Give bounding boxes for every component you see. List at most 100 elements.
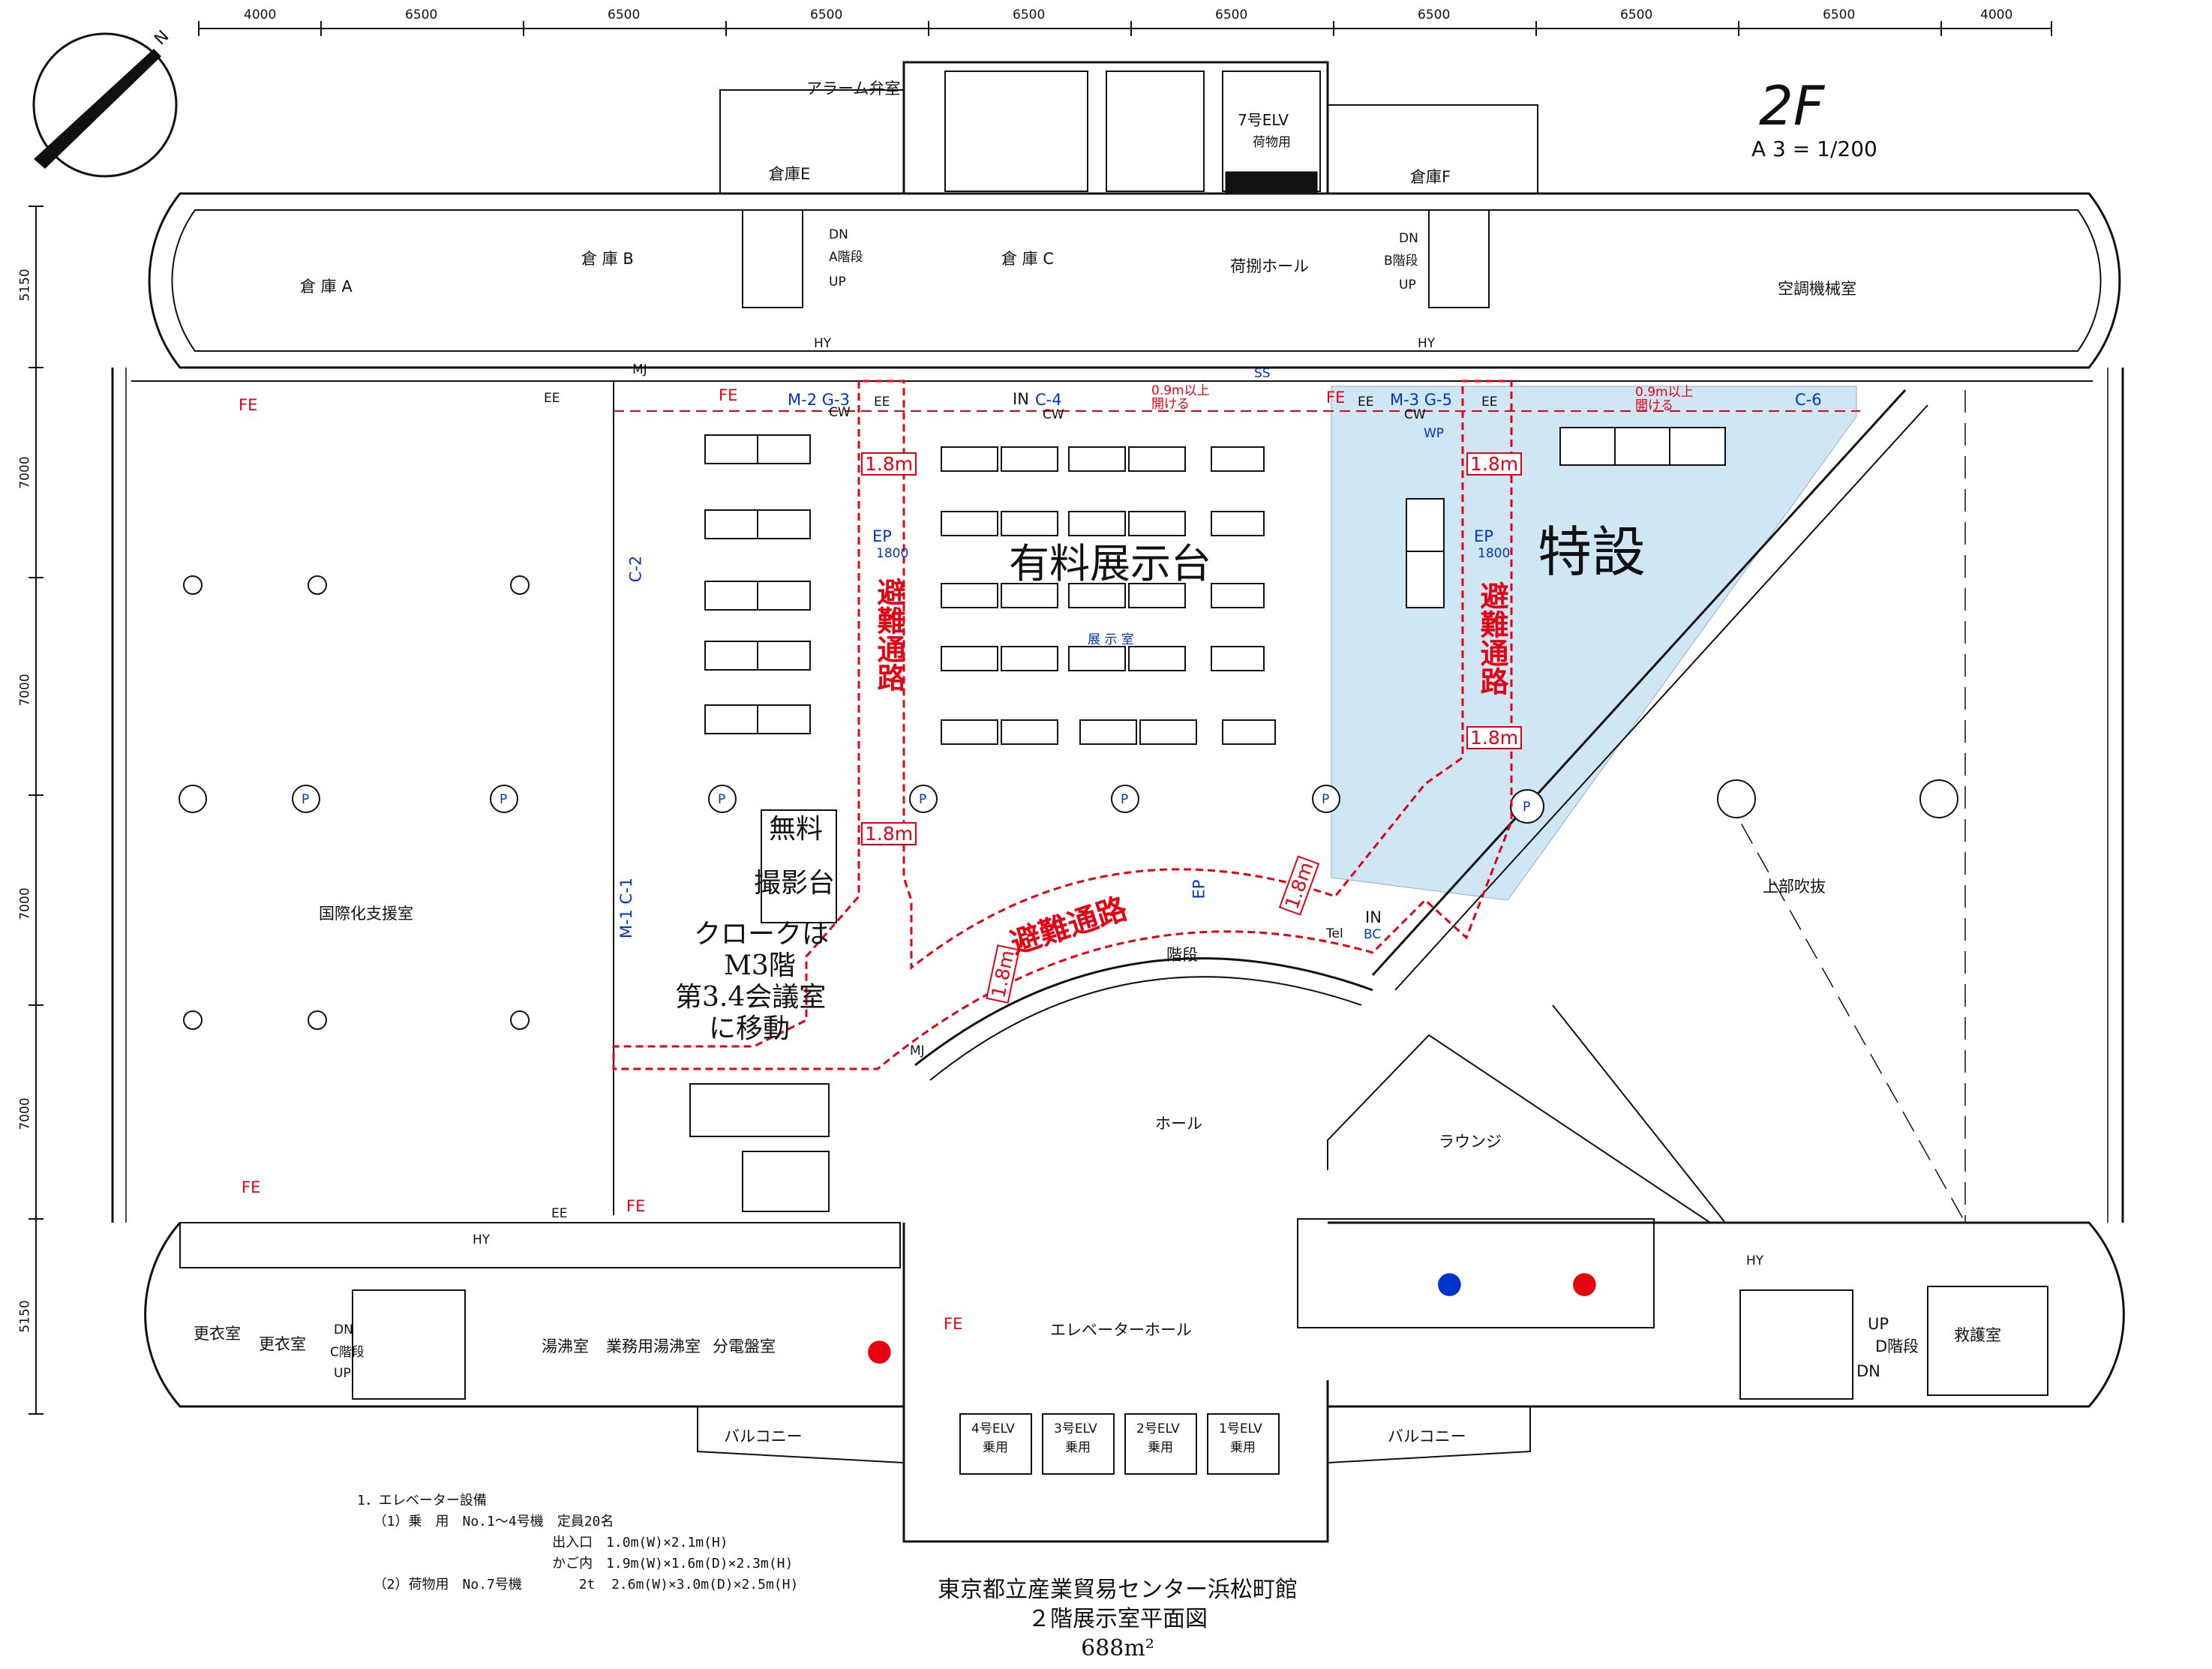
free-photo-label-2: 撮影台 — [754, 868, 836, 899]
room-elv7: 7号ELV — [1238, 111, 1289, 129]
room-stairs: 階段 — [1166, 946, 1198, 964]
room-lounge: ラウンジ — [1439, 1133, 1502, 1151]
open-note-2: 開ける — [1635, 398, 1673, 413]
north-arrow-icon — [32, 32, 178, 178]
dim-top-9: 6500 — [1823, 8, 1856, 23]
hy-marker: HY — [1746, 1253, 1764, 1268]
ss-marker: SS — [1254, 366, 1271, 381]
dim-top-2: 6500 — [405, 8, 438, 23]
stair-d-dn: DN — [1856, 1362, 1880, 1380]
dim-top-5: 6500 — [1013, 8, 1046, 23]
cloak-note-1: クロークは — [694, 919, 830, 950]
room-storage-f: 倉庫F — [1410, 168, 1451, 186]
elv-1-label: 1号ELV — [1219, 1421, 1262, 1436]
ep-marker: EP — [872, 527, 892, 545]
dim-left-4: 7000 — [17, 887, 33, 920]
note-line: 出入口 1.0m(W)×2.1m(H) — [357, 1534, 728, 1550]
fe-marker: FE — [719, 386, 738, 404]
paid-display-label: 有料展示台 — [1009, 540, 1211, 587]
p-marker: P — [919, 792, 927, 807]
circuit-c4: C-4 — [1035, 391, 1062, 409]
cloak-note-3: 第3.4会議室 — [675, 982, 827, 1013]
room-locker-1: 更衣室 — [194, 1325, 241, 1343]
note-line: （1）乗 用 No.1～4号機 定員20名 — [357, 1513, 614, 1529]
ee-marker: EE — [874, 395, 890, 410]
dim-left-5: 7000 — [17, 1097, 33, 1130]
ee-marker: EE — [544, 391, 560, 406]
in-marker: IN — [1365, 908, 1382, 926]
note-line: 1．エレベーター設備 — [357, 1493, 487, 1508]
elv-3-label: 3号ELV — [1054, 1421, 1097, 1436]
fe-marker: FE — [626, 1197, 646, 1215]
cw-marker: CW — [829, 405, 851, 420]
p-marker: P — [302, 792, 310, 807]
circuit-m1c1: M-1 C-1 — [617, 877, 636, 939]
hy-marker: HY — [1418, 336, 1436, 351]
room-alarm-valve: アラーム弁室 — [806, 80, 901, 98]
circuit-c2: C-2 — [626, 555, 645, 583]
ee-marker: EE — [551, 1206, 568, 1221]
stair-b-up: UP — [1399, 278, 1416, 293]
p-marker: P — [718, 792, 726, 807]
dim-top-4: 6500 — [810, 8, 843, 23]
special-label: 特設 — [1538, 521, 1646, 584]
bc-marker: BC — [1364, 927, 1382, 942]
hy-marker: HY — [814, 336, 832, 351]
stair-c-up: UP — [334, 1366, 351, 1381]
dim-left-6: 5150 — [17, 1300, 33, 1333]
floor-label: 2F — [1759, 74, 1825, 137]
caption-title: ２階展示室平面図 — [1028, 1606, 1208, 1632]
note-line: （2）荷物用 No.7号機 2t 2.6m(W)×3.0m(D)×2.5m(H) — [357, 1576, 799, 1592]
stair-b-dn: DN — [1399, 231, 1418, 246]
room-water-1: 湯沸室 — [542, 1337, 589, 1355]
width-label: 1.8m — [861, 452, 917, 476]
room-storage-b: 倉 庫 B — [581, 250, 634, 268]
width-label: 1.8m — [1466, 726, 1523, 749]
ep-dim: 1800 — [876, 546, 909, 561]
stair-a-dn: DN — [829, 227, 848, 242]
p-marker: P — [1121, 792, 1129, 807]
open-note-1: 0.9m以上 — [1635, 385, 1694, 400]
elv-2-sub: 乗用 — [1148, 1440, 1173, 1455]
ep-marker: EP — [1474, 527, 1493, 545]
p-marker: P — [500, 792, 508, 807]
womens-restroom-icon: ● — [1571, 1265, 1598, 1300]
ep-marker: EP — [1190, 879, 1208, 899]
evac-route-label: 避難通路 — [1475, 581, 1508, 695]
open-note-2: 開ける — [1151, 397, 1190, 412]
cw-marker: CW — [1043, 407, 1064, 422]
cloak-note-2: M3階 — [724, 950, 796, 981]
room-international: 国際化支援室 — [319, 905, 413, 923]
stair-a-up: UP — [829, 275, 846, 290]
cloak-note-4: に移動 — [709, 1013, 791, 1044]
width-label: 1.8m — [861, 822, 917, 845]
p-marker: P — [1523, 800, 1531, 815]
in-marker: IN — [1013, 390, 1029, 408]
elv-3-sub: 乗用 — [1065, 1440, 1091, 1455]
fe-marker: FE — [1326, 389, 1346, 407]
dim-top-10: 4000 — [1980, 8, 2013, 23]
fe-marker: FE — [239, 396, 258, 414]
circuit-m2g3: M-2 G-3 — [788, 391, 850, 409]
room-locker-2: 更衣室 — [259, 1335, 306, 1353]
room-hvac: 空調機械室 — [1778, 280, 1856, 298]
room-exhibition: 展 示 室 — [1088, 632, 1134, 647]
stair-c-label: C階段 — [330, 1345, 365, 1360]
stair-b-label: B階段 — [1384, 254, 1418, 269]
room-balcony-right: バルコニー — [1388, 1427, 1466, 1445]
elv-4-label: 4号ELV — [971, 1421, 1015, 1436]
dim-top-7: 6500 — [1418, 8, 1451, 23]
room-storage-a: 倉 庫 A — [300, 278, 353, 296]
fe-marker: FE — [242, 1178, 261, 1196]
dim-left-1: 5150 — [17, 269, 33, 302]
ee-marker: EE — [1358, 395, 1374, 410]
dim-top-3: 6500 — [608, 8, 641, 23]
room-balcony-left: バルコニー — [724, 1427, 803, 1445]
tel-marker: Tel — [1326, 926, 1343, 941]
stair-a-label: A階段 — [829, 250, 863, 265]
womens-restroom-icon: ● — [866, 1333, 893, 1367]
note-line: かご内 1.9m(W)×1.6m(D)×2.3m(H) — [357, 1555, 794, 1571]
elv-4-sub: 乗用 — [983, 1440, 1008, 1455]
plan-caption: 東京都立産業貿易センター浜松町館 ２階展示室平面図 688m² — [825, 1575, 1410, 1663]
